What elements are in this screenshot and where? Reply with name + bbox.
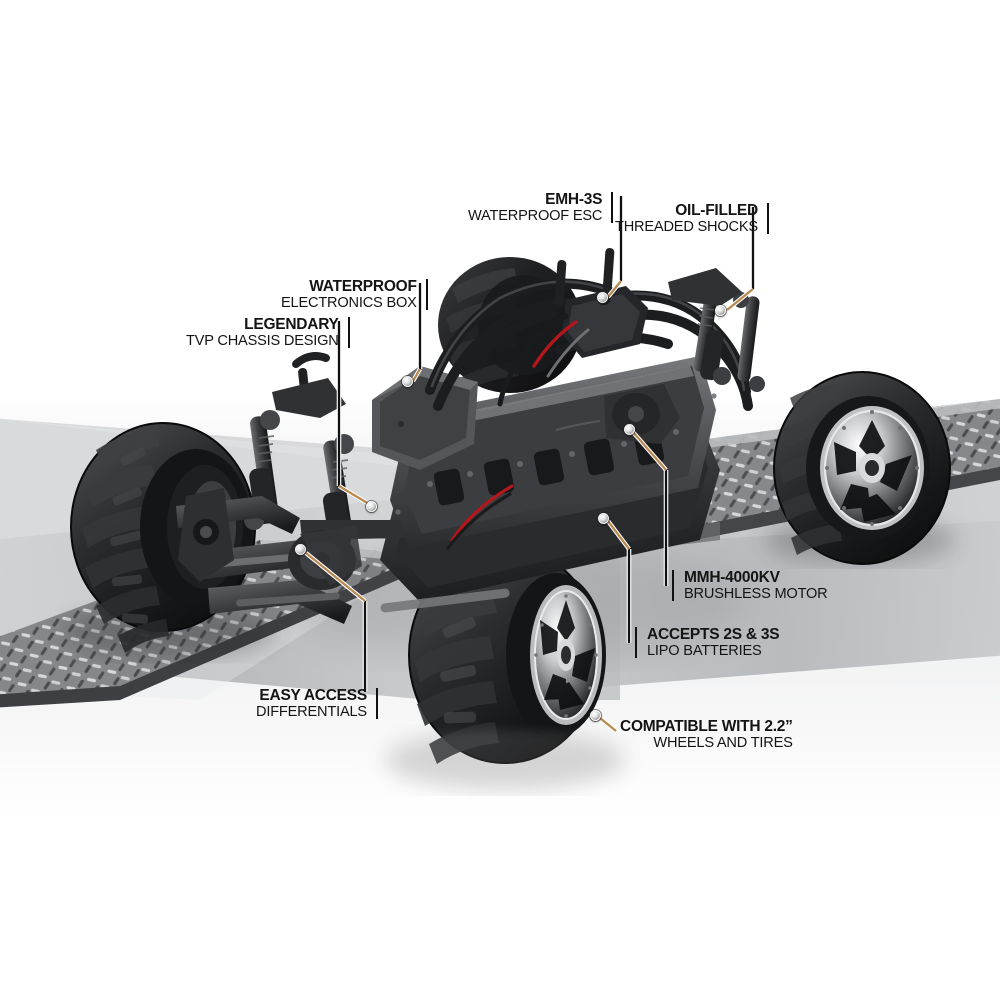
leader-tip-emh3s <box>607 280 622 298</box>
callout-title: LEGENDARY <box>244 316 339 333</box>
callout-subtitle: DIFFERENTIALS <box>256 703 367 720</box>
wiring-harness <box>446 313 590 550</box>
rc-monster-truck <box>70 248 951 764</box>
callout-dot-mmh-4000kv-motor <box>623 423 635 435</box>
callout-subtitle: BRUSHLESS MOTOR <box>684 585 828 602</box>
leader-tip-easy-access-differentials <box>305 552 366 602</box>
callout-subtitle: ELECTRONICS BOX <box>281 294 417 311</box>
callout-title: COMPATIBLE WITH 2.2” <box>620 718 793 735</box>
tire-rear-right <box>773 371 951 565</box>
callout-title: ACCEPTS 2S & 3S <box>647 626 780 643</box>
callout-subtitle: LIPO BATTERIES <box>647 642 762 659</box>
callout-subtitle: WHEELS AND TIRES <box>653 734 793 751</box>
callout-title: OIL-FILLED <box>675 202 758 219</box>
leader-tip-legendary-tvp-chassis <box>338 485 370 505</box>
front-shock-tower <box>272 378 346 418</box>
roll-cage-highlight <box>430 280 746 392</box>
leader-tip-mmh-4000kv-motor <box>632 431 667 471</box>
callout-dot-waterproof-electronics-box <box>401 375 413 387</box>
esc-waterproof-box <box>562 286 648 358</box>
callout-dot-emh3s <box>596 291 608 303</box>
body-posts <box>292 248 615 412</box>
callout-compatible-22-wheels: COMPATIBLE WITH 2.2”WHEELS AND TIRES <box>620 719 793 750</box>
callout-subtitle: WATERPROOF ESC <box>468 207 603 224</box>
callout-subtitle: TVP CHASSIS DESIGN <box>186 332 339 349</box>
callout-dot-accepts-2s-3s-lipo <box>597 512 609 524</box>
callout-dot-easy-access-differentials <box>294 543 306 555</box>
rear-drivetrain <box>380 384 680 613</box>
leader-tip-compatible-22-wheels <box>599 717 617 732</box>
tire-front-right <box>408 546 606 764</box>
leader-lines <box>304 196 756 733</box>
rear-shock-tower <box>668 268 742 306</box>
callout-subtitle: THREADED SHOCKS <box>615 218 758 235</box>
front-differential <box>288 526 362 590</box>
leader-tip-oil-filled-shocks <box>726 288 754 311</box>
callout-title: EASY ACCESS <box>259 687 367 704</box>
leader-tip-waterproof-electronics-box <box>412 368 421 382</box>
callout-dot-oil-filled-shocks <box>714 304 726 316</box>
callout-dot-legendary-tvp-chassis <box>365 500 377 512</box>
callout-title: EMH-3S <box>545 191 603 208</box>
callout-title: MMH-4000KV <box>684 569 780 586</box>
callout-dot-compatible-22-wheels <box>589 709 601 721</box>
callout-title: WATERPROOF <box>309 278 417 295</box>
leader-tip-accepts-2s-3s-lipo <box>607 520 630 550</box>
